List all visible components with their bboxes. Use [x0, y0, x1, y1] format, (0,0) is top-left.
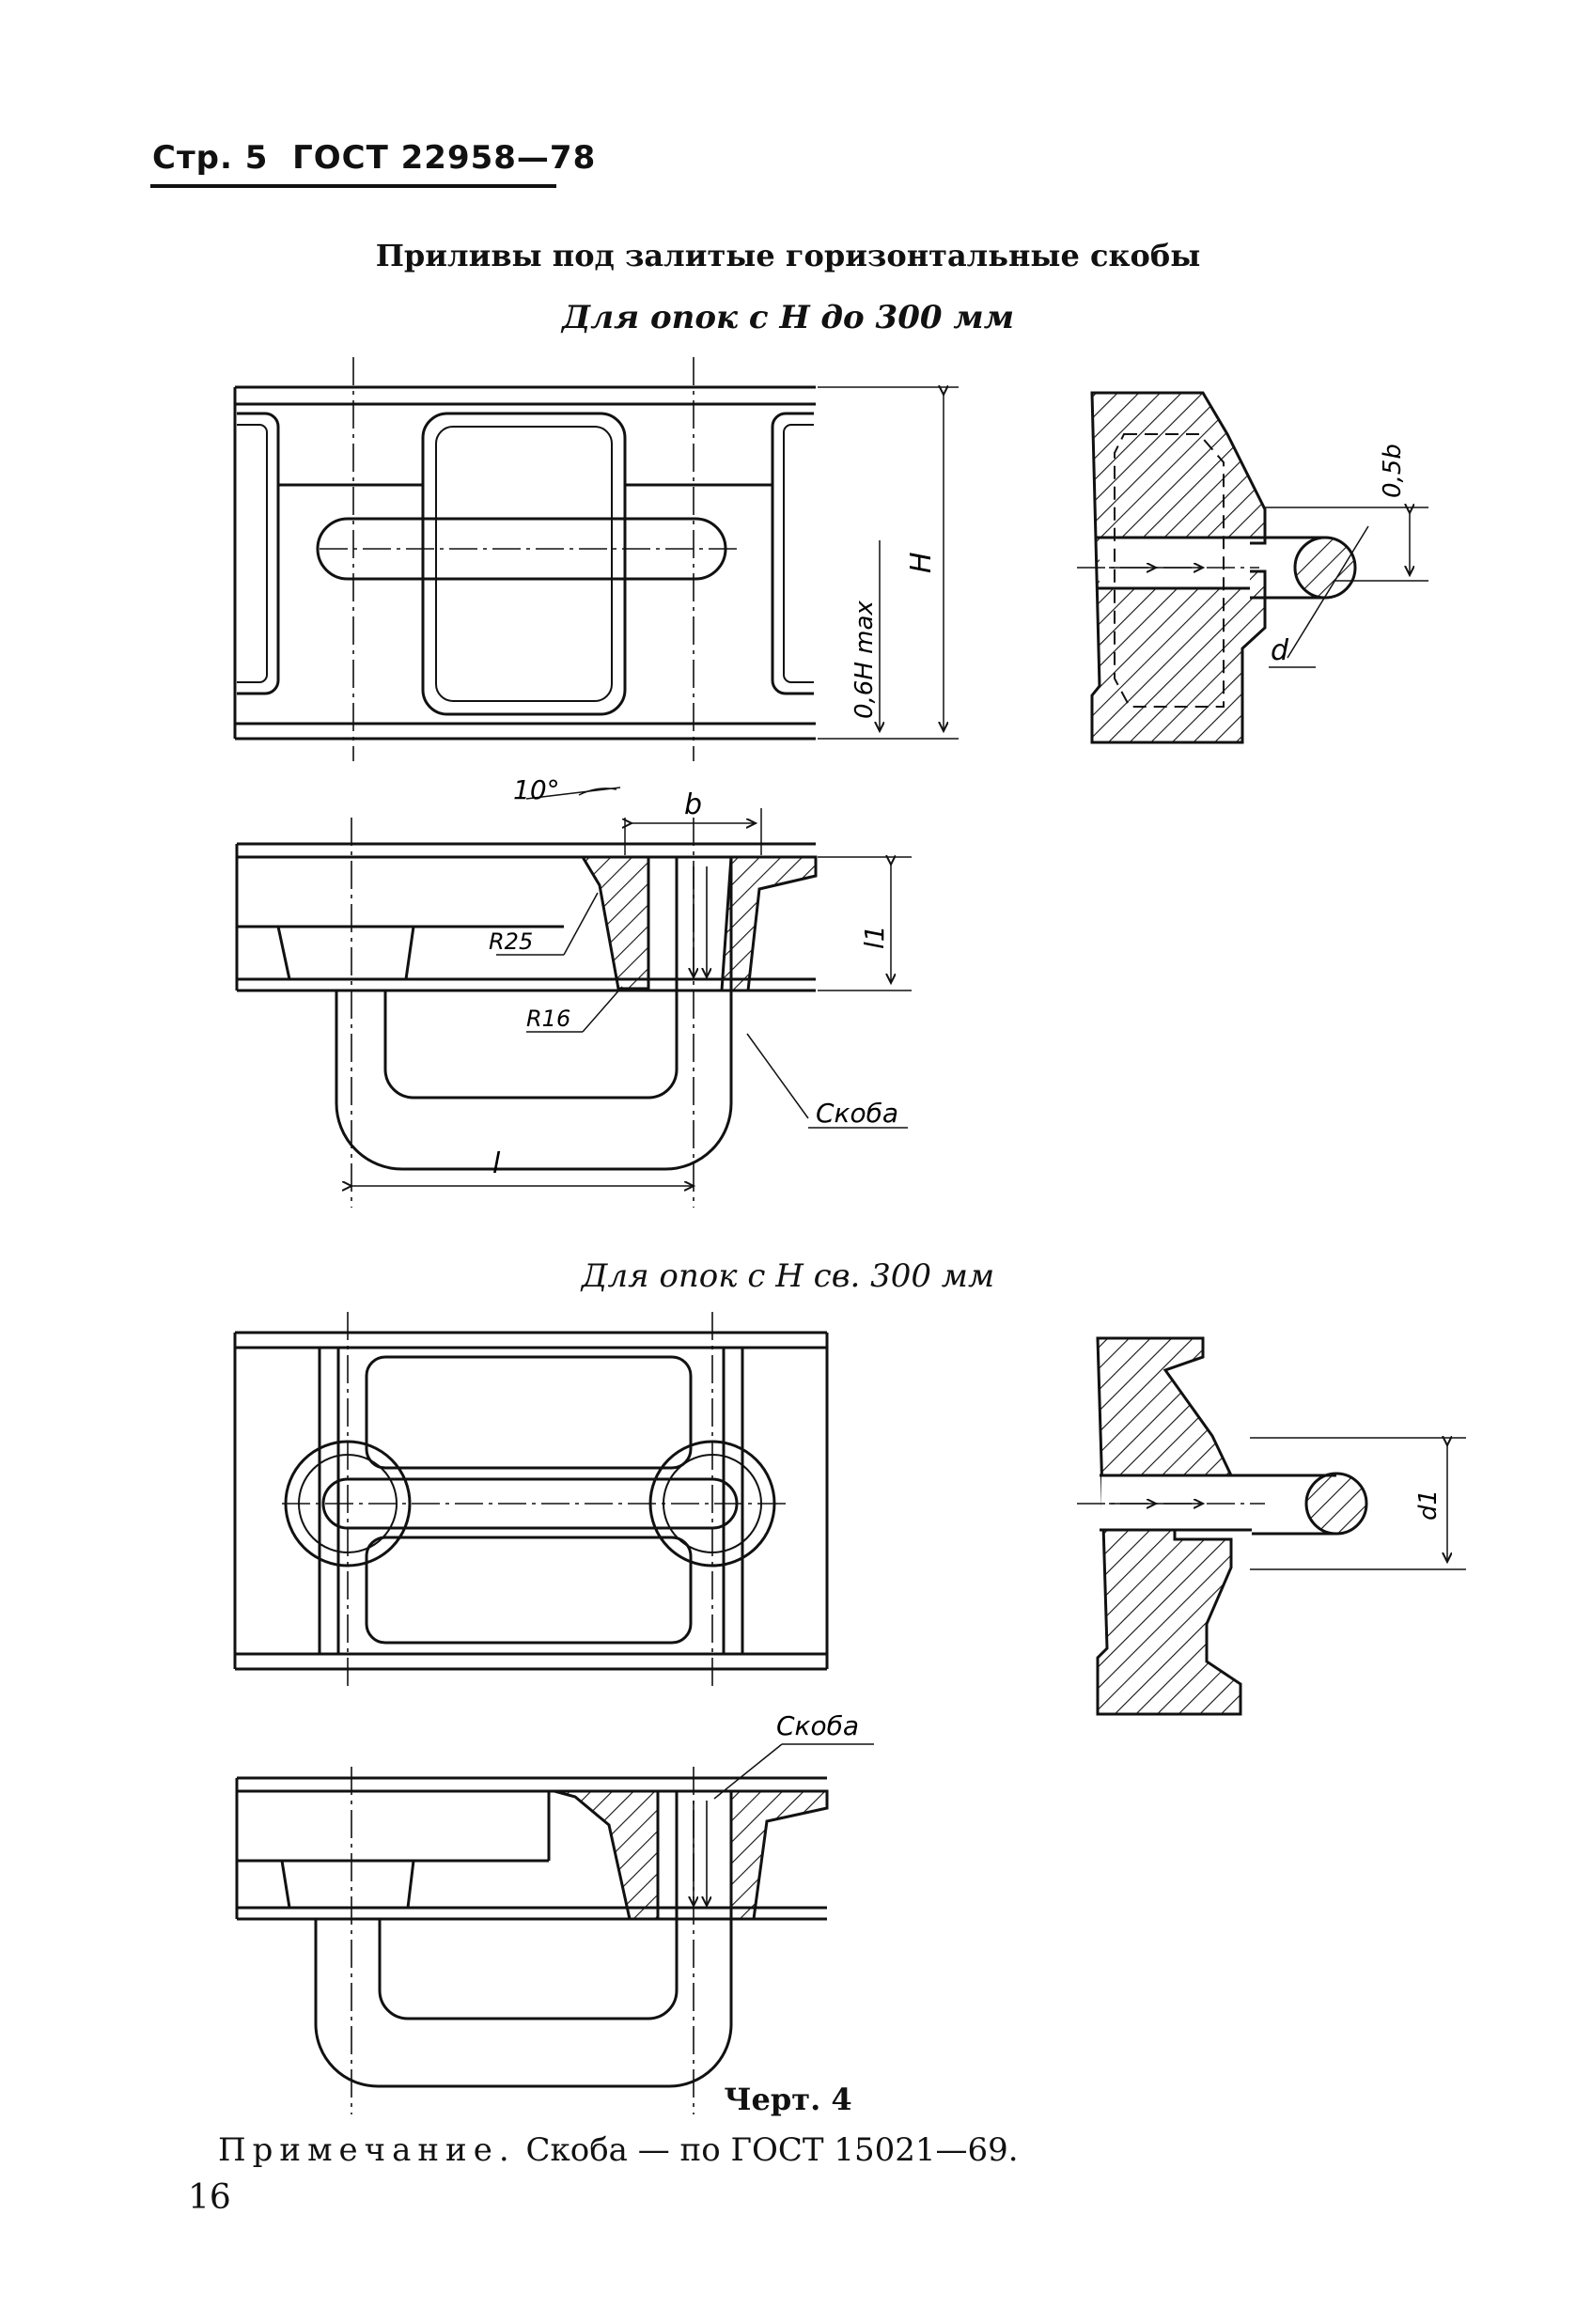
page-number: 16	[188, 2178, 231, 2217]
label-bracket-2: Скоба	[776, 1710, 859, 1741]
label-l1: l1	[859, 925, 890, 949]
section1-subtitle: Для опок с H до 300 мм	[561, 299, 1015, 336]
section1-top-view	[233, 357, 959, 761]
label-angle: 10°	[513, 774, 560, 805]
label-H: H	[905, 552, 938, 573]
label-d1: d1	[1414, 1490, 1443, 1521]
section2-front-section	[235, 1743, 874, 2114]
figure-caption: Черт. 4	[724, 2082, 852, 2117]
header-rule	[150, 184, 556, 188]
section2-subtitle: Для опок с H св. 300 мм	[581, 1257, 995, 1295]
header-standard: ГОСТ 22958—78	[292, 139, 597, 177]
section2-top-view	[233, 1312, 829, 1692]
section1-side-section	[1077, 391, 1428, 744]
note-text: Скоба — по ГОСТ 15021—69.	[525, 2131, 1019, 2169]
header-page: Стр. 5	[152, 139, 269, 177]
label-bracket-1: Скоба	[816, 1098, 898, 1129]
note-label: Примечание.	[218, 2131, 516, 2169]
section2-side-section	[1077, 1336, 1466, 1716]
label-R16: R16	[526, 1006, 570, 1032]
label-b: b	[684, 788, 702, 821]
label-l: l	[492, 1147, 501, 1180]
label-R25: R25	[489, 928, 533, 955]
label-06H: 0,6H max	[850, 600, 879, 719]
section1-front-section	[235, 787, 912, 1208]
page-header: Стр. 5 ГОСТ 22958—78	[152, 139, 596, 177]
note: Примечание. Скоба — по ГОСТ 15021—69.	[218, 2131, 1019, 2169]
label-d: d	[1271, 634, 1289, 667]
page-title: Приливы под залитые горизонтальные скобы	[375, 238, 1201, 273]
label-0-5b: 0,5b	[1379, 444, 1407, 498]
